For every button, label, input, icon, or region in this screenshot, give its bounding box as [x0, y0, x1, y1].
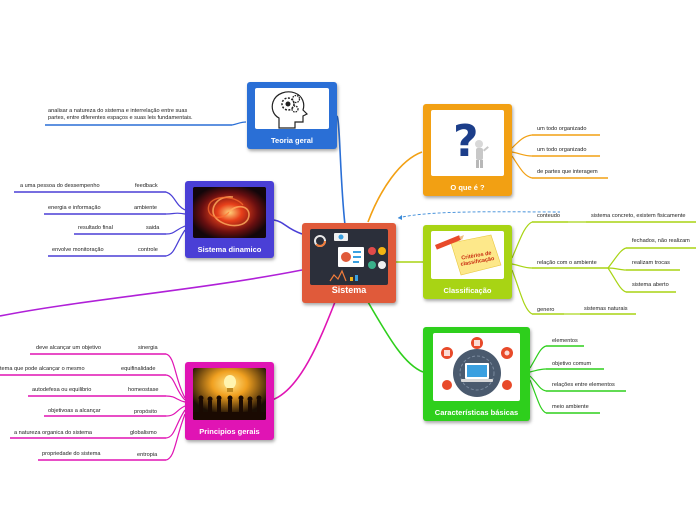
line-dinamico: [273, 219, 303, 235]
node-sistema-dinamico[interactable]: Sistema dinamico: [185, 181, 274, 258]
classificacao-detail-conteudo: sistema concreto, existem fisicamente: [591, 213, 686, 219]
principios-title: Principios gerais: [199, 427, 260, 436]
principios-label-proposito: propósito: [134, 409, 158, 415]
principios-label-globalismo: globalismo: [130, 430, 157, 436]
dinamico-label-saida: saida: [146, 225, 160, 231]
classificacao-detail-naturais: sistemas naturais: [584, 306, 628, 312]
principios-label-homeostase: homeostase: [128, 387, 159, 393]
galaxy-icon: [193, 187, 266, 238]
node-teoria-geral[interactable]: Teoria geral: [247, 82, 337, 149]
principios-detail-equifinalidade: tema que pode alcançar o mesmo: [0, 366, 85, 372]
dinamico-detail-controle: envolve monitoração: [52, 247, 104, 253]
center-node-sistema[interactable]: Sistema: [302, 223, 396, 303]
classificacao-title: Classificação: [443, 286, 492, 295]
caracteristicas-item-4: meio ambiente: [552, 404, 589, 410]
relation-dashed: [397, 211, 561, 219]
head-gears-icon: [255, 88, 329, 129]
dinamico-detail-feedback: a uma pessoa do dessempenho: [20, 183, 100, 189]
oque-item-2: um todo organizado: [537, 147, 587, 153]
dinamico-label-controle: controle: [138, 247, 158, 253]
classificacao-label-conteudo: conteudo: [537, 213, 561, 219]
caracteristicas-item-3: relações entre elementos: [552, 382, 615, 388]
line-teoria: [336, 115, 346, 226]
classificacao-label-genero: genero: [537, 307, 555, 313]
oque-item-1: um todo organizado: [537, 126, 587, 132]
node-principios-gerais[interactable]: Principios gerais: [185, 362, 274, 440]
dinamico-title: Sistema dinamico: [197, 245, 262, 254]
svg-text:?: ?: [453, 116, 479, 167]
principios-detail-sinergia: deve alcançar um objetivo: [36, 345, 101, 351]
node-o-que-e[interactable]: ? O que é ?: [423, 104, 512, 196]
principios-detail-proposito: objetivoas a alcançar: [48, 408, 101, 414]
classificacao-detail-trocas: realizam trocas: [632, 260, 670, 266]
principios-label-sinergia: sinergia: [138, 345, 158, 351]
teoria-detail-1: analisar a natureza do sistema e interre…: [48, 108, 188, 114]
line-principios: [271, 301, 336, 401]
teoria-title: Teoria geral: [271, 136, 313, 145]
principios-label-entropia: entropia: [137, 452, 158, 458]
classificacao-detail-fechados: fechados, não realizam: [632, 238, 690, 244]
node-classificacao[interactable]: Critérios de classificação Classificação: [423, 225, 512, 299]
people-bulb-icon: [193, 368, 266, 420]
principios-detail-globalismo: a natureza organica do sistema: [14, 430, 93, 436]
classificacao-label-relacao: relação com o ambiente: [537, 260, 597, 266]
dinamico-label-feedback: feedback: [135, 183, 158, 189]
principios-detail-homeostase: autodefesa ou equilibrio: [32, 387, 92, 393]
question-person-icon: ?: [431, 110, 504, 176]
dashboard-icon: [310, 229, 388, 285]
oque-title: O que é ?: [450, 183, 485, 192]
center-title: Sistema: [331, 285, 367, 295]
node-caracteristicas-basicas[interactable]: Características básicas: [423, 327, 530, 421]
classificacao-detail-aberto: sistema aberto: [632, 282, 669, 288]
oque-item-3: de partes que interagem: [537, 169, 598, 175]
teoria-detail-2: partes, entre diferentes espaços e suas …: [48, 115, 193, 121]
dinamico-detail-ambiente: energia e informação: [48, 205, 101, 211]
principios-label-equifinalidade: equifinalidade: [121, 366, 156, 372]
line-long-purple: [0, 269, 303, 317]
principios-detail-entropia: propriedade do sistema: [42, 451, 101, 457]
line-caracteristicas: [367, 301, 424, 373]
dinamico-label-ambiente: ambiente: [134, 205, 158, 211]
dinamico-detail-saida: resultado final: [78, 225, 113, 231]
caracteristicas-title: Características básicas: [434, 408, 519, 417]
caracteristicas-item-2: objetivo comum: [552, 361, 592, 367]
pencil-note-icon: Critérios de classificação: [431, 231, 504, 279]
laptop-network-icon: [433, 333, 520, 401]
caracteristicas-item-1: elementos: [552, 338, 578, 344]
line-oque: [367, 151, 423, 223]
